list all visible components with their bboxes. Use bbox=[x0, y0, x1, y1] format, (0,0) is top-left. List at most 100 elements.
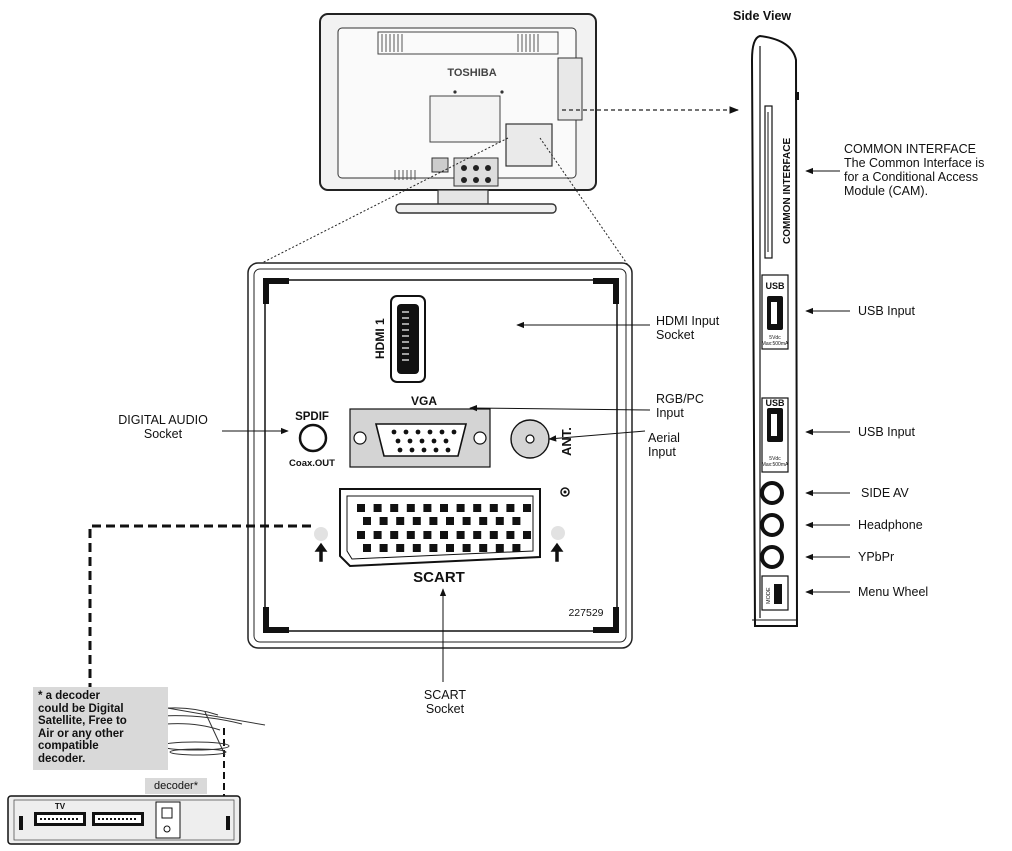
aerial-input-callout: Aerial Input bbox=[648, 431, 680, 459]
scart-socket-callout-line2: Socket bbox=[425, 702, 465, 716]
scart-pin bbox=[406, 531, 415, 539]
spdif-label: SPDIF bbox=[295, 411, 329, 423]
scart-pin bbox=[379, 544, 388, 552]
scart-pin bbox=[412, 517, 421, 525]
aerial-callout-line1: Aerial bbox=[648, 431, 680, 445]
decoder-note-line3: Satellite, Free to bbox=[38, 715, 127, 728]
decoder-note-line5: compatible bbox=[38, 740, 99, 753]
decoder-note-line2: could be Digital bbox=[38, 702, 124, 715]
usb-input-callout-1: USB Input bbox=[858, 304, 915, 318]
digital-audio-callout-line1: DIGITAL AUDIO bbox=[118, 413, 208, 427]
decoder-device bbox=[7, 795, 241, 845]
rgb-pc-callout-line1: RGB/PC bbox=[656, 392, 704, 406]
scart-pin bbox=[479, 517, 488, 525]
scart-socket-callout: SCART Socket bbox=[410, 688, 480, 716]
scart-pin bbox=[379, 517, 388, 525]
digital-audio-callout-line2: Socket bbox=[143, 427, 183, 441]
common-interface-title: COMMON INTERFACE bbox=[844, 142, 976, 156]
scart-pin bbox=[506, 504, 515, 512]
scart-pin bbox=[495, 517, 504, 525]
scart-pin bbox=[523, 531, 531, 539]
scart-pin bbox=[479, 544, 488, 552]
usb2-spec-line1: 5Vdc bbox=[769, 456, 781, 462]
vga-label: VGA bbox=[411, 394, 437, 408]
side-callout-lines bbox=[805, 167, 850, 596]
tv-rear-illustration: TOSHIBA bbox=[319, 13, 597, 214]
scart-pin bbox=[489, 504, 498, 512]
scart-pin bbox=[446, 544, 454, 552]
ci-slot-label: COMMON INTERFACE bbox=[782, 138, 793, 244]
usb2-port-label: USB bbox=[765, 398, 785, 408]
scart-pin bbox=[363, 544, 371, 552]
rgb-pc-input-callout: RGB/PC Input bbox=[656, 392, 704, 420]
usb1-port-label: USB bbox=[765, 281, 785, 291]
common-interface-desc-line1: The Common Interface is bbox=[844, 156, 985, 170]
decoder-note-line4: Air or any other bbox=[38, 727, 124, 740]
rgb-pc-callout-line2: Input bbox=[656, 406, 684, 420]
common-interface-desc-line2: for a Conditional Access bbox=[844, 170, 979, 184]
ypbpr-callout: YPbPr bbox=[858, 550, 895, 564]
rear-connector-panel: HDMI 1 VGA ANT. SPDIF Coax.OUT bbox=[247, 262, 633, 649]
scart-pin bbox=[357, 531, 365, 539]
decoder-tv-label: TV bbox=[55, 802, 66, 811]
decoder-tag: decoder* bbox=[145, 778, 207, 794]
vga-port bbox=[349, 408, 491, 468]
hdmi-port bbox=[390, 295, 426, 383]
scart-pin bbox=[462, 544, 471, 552]
scart-pin bbox=[412, 544, 421, 552]
scart-pin bbox=[446, 517, 454, 525]
scart-pin bbox=[489, 531, 498, 539]
menu-wheel-callout: Menu Wheel bbox=[858, 585, 929, 599]
common-interface-callout: COMMON INTERFACE The Common Interface is… bbox=[844, 142, 984, 198]
headphone-callout: Headphone bbox=[858, 518, 923, 532]
scart-pin bbox=[357, 504, 365, 512]
scart-pin bbox=[423, 531, 432, 539]
hdmi-label: HDMI 1 bbox=[373, 318, 387, 359]
usb1-spec-line1: 5Vdc bbox=[769, 335, 781, 341]
digital-audio-callout: DIGITAL AUDIO Socket bbox=[111, 413, 215, 441]
scart-port bbox=[339, 488, 541, 568]
scart-pin bbox=[363, 517, 371, 525]
spdif-port bbox=[298, 423, 328, 453]
scart-pin bbox=[495, 544, 504, 552]
antenna-label: ANT. bbox=[559, 427, 574, 456]
coax-out-label: Coax.OUT bbox=[289, 458, 335, 469]
scart-pin bbox=[440, 531, 448, 539]
scart-pin bbox=[373, 504, 382, 512]
scart-pin bbox=[406, 504, 415, 512]
scart-pin bbox=[429, 517, 438, 525]
antenna-port bbox=[510, 419, 550, 459]
scart-pin bbox=[429, 544, 438, 552]
usb2-spec-line2: Max:500mA bbox=[762, 462, 789, 468]
panel-serial-number: 227529 bbox=[568, 607, 603, 619]
side-av-callout: SIDE AV bbox=[861, 486, 909, 500]
aerial-callout-line2: Input bbox=[648, 445, 676, 459]
scart-pin bbox=[423, 504, 432, 512]
scart-pin bbox=[512, 517, 521, 525]
scart-pin bbox=[390, 531, 399, 539]
menu-wheel-mode-label: MODE bbox=[766, 587, 772, 604]
tv-brand-logo: TOSHIBA bbox=[447, 67, 496, 79]
scart-pin bbox=[462, 517, 471, 525]
scart-pin bbox=[396, 544, 405, 552]
panel-callout-lines bbox=[222, 321, 651, 682]
scart-pin bbox=[373, 531, 382, 539]
scart-pin bbox=[473, 531, 482, 539]
scart-label: SCART bbox=[413, 569, 465, 586]
scart-pin bbox=[390, 504, 399, 512]
decoder-note-line6: decoder. bbox=[38, 752, 86, 765]
hdmi-input-callout-line2: Socket bbox=[656, 328, 695, 342]
usb1-spec-line2: Max:500mA bbox=[762, 341, 789, 347]
scart-pin bbox=[456, 531, 465, 539]
scart-pin bbox=[506, 531, 515, 539]
scart-pins bbox=[357, 504, 531, 552]
scart-socket-callout-line1: SCART bbox=[423, 688, 467, 702]
hdmi-input-callout-line1: HDMI Input bbox=[656, 314, 720, 328]
common-interface-desc-line3: Module (CAM). bbox=[844, 184, 929, 198]
scart-pin bbox=[512, 544, 521, 552]
scart-pin bbox=[440, 504, 448, 512]
scart-pin bbox=[456, 504, 465, 512]
scart-pin bbox=[473, 504, 482, 512]
scart-pin bbox=[523, 504, 531, 512]
